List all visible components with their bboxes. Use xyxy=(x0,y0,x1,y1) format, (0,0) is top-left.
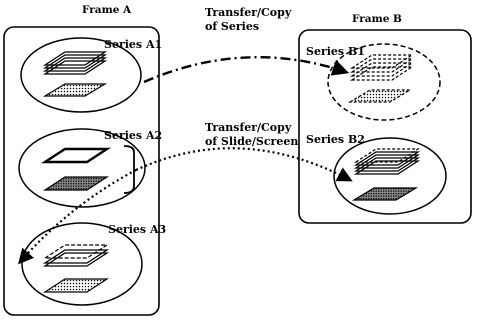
frame-a-box xyxy=(3,26,160,316)
transfer-series-label-line2: of Series xyxy=(205,20,259,33)
series-b1-label: Series B1 xyxy=(306,45,365,58)
transfer-slide-label-line2: of Slide/Screen xyxy=(205,135,298,148)
transfer-slide-arrow-to-b2 xyxy=(135,147,353,182)
series-a3: Series A3 xyxy=(21,222,166,306)
series-b2-slide-stack xyxy=(353,151,421,175)
series-b2-label: Series B2 xyxy=(306,133,365,146)
series-b2: Series B2 xyxy=(306,133,447,215)
frame-a-title: Frame A xyxy=(82,4,132,16)
series-b2-ellipse xyxy=(333,137,447,215)
series-b2-dashed-slide xyxy=(353,148,421,163)
transfer-series-label-line1: Transfer/Copy xyxy=(205,6,292,19)
series-b2-dark-slide xyxy=(351,187,419,201)
frame-b-title: Frame B xyxy=(352,13,402,25)
transfer-series-arrow xyxy=(143,56,350,84)
series-a3-dashed-slide xyxy=(42,244,110,259)
series-a2: Series A2 xyxy=(18,128,162,208)
series-a2-bracket xyxy=(123,145,135,194)
series-a1-label: Series A1 xyxy=(104,38,162,51)
frame-b-box xyxy=(298,29,472,224)
series-a2-outline-slide xyxy=(40,147,112,164)
series-a2-dark-slide xyxy=(42,176,110,191)
series-a1-base-slide xyxy=(42,83,108,97)
series-a3-label: Series A3 xyxy=(108,223,166,236)
series-b1: Series B1 xyxy=(306,43,441,121)
series-a1-slide-stack xyxy=(42,51,108,75)
series-a3-base-slide xyxy=(42,278,110,293)
transfer-slide-arrow-to-a3 xyxy=(17,169,137,265)
series-a3-slide-stack xyxy=(42,249,110,267)
series-a2-label: Series A2 xyxy=(104,129,162,142)
series-a1-ellipse xyxy=(20,37,142,113)
series-b1-dashed-stack xyxy=(349,54,415,81)
transfer-slide-label-line1: Transfer/Copy xyxy=(205,121,292,134)
series-a2-ellipse xyxy=(18,128,146,208)
series-b1-ellipse xyxy=(327,43,441,121)
series-b1-base-slide xyxy=(347,89,413,103)
series-a1: Series A1 xyxy=(20,37,162,113)
